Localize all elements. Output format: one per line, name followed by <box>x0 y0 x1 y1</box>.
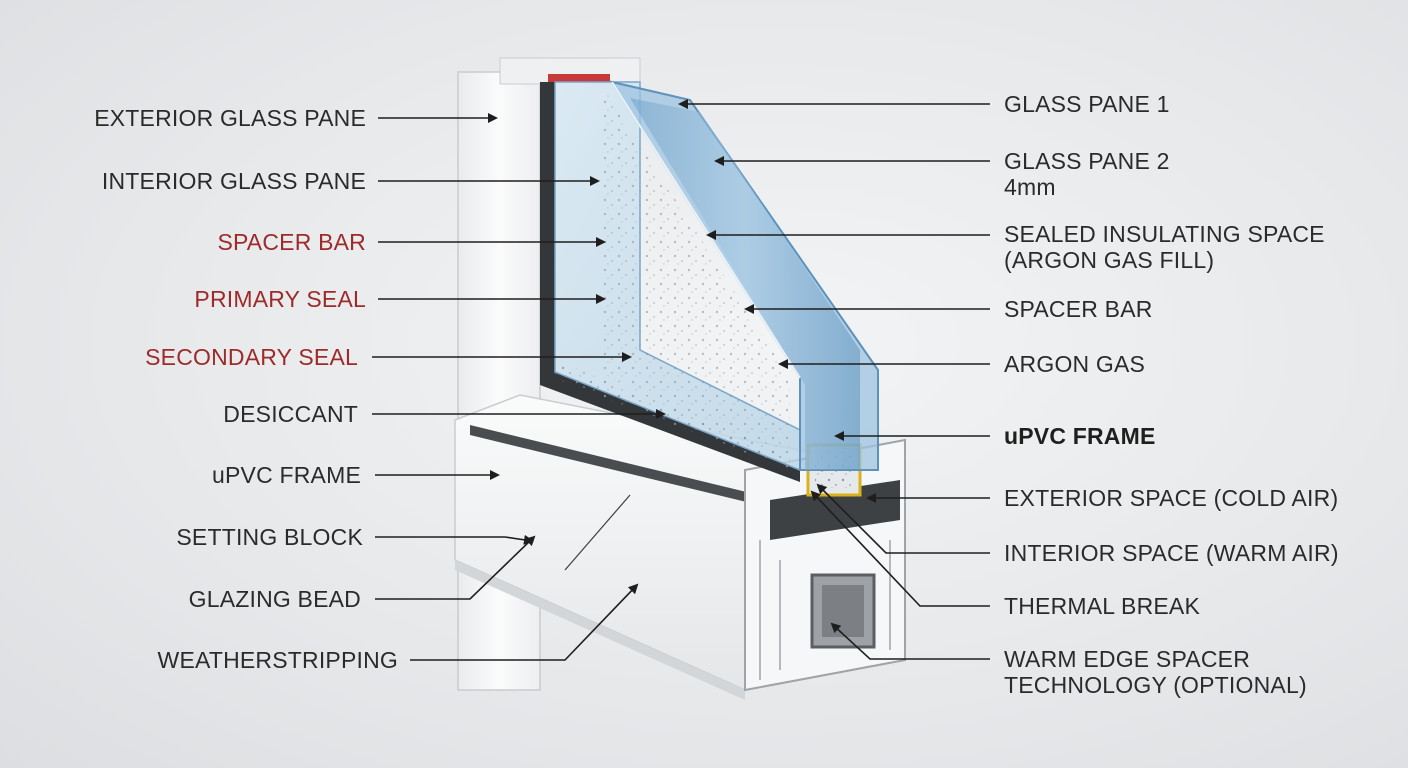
label-interior-glass-pane: INTERIOR GLASS PANE <box>101 168 366 194</box>
label-spacer-bar-right: SPACER BAR <box>1004 296 1153 322</box>
label-desiccant: DESICCANT <box>223 401 358 427</box>
label-secondary-seal: SECONDARY SEAL <box>145 344 358 370</box>
label-warm-edge-spacer-note: TECHNOLOGY (OPTIONAL) <box>1004 672 1307 698</box>
label-upvc-frame-right-text: uPVC FRAME <box>1004 423 1156 449</box>
label-sealed-insulating-space: SEALED INSULATING SPACE (ARGON GAS FILL) <box>1004 221 1325 273</box>
label-thermal-break-text: THERMAL BREAK <box>1004 593 1201 619</box>
leader-thermal-break <box>810 490 990 607</box>
glass-unit <box>554 80 879 472</box>
label-glass-pane-1-text: GLASS PANE 1 <box>1004 91 1170 117</box>
leader-warm-edge-spacer <box>830 622 990 660</box>
label-warm-edge-spacer: WARM EDGE SPACER TECHNOLOGY (OPTIONAL) <box>1004 646 1307 698</box>
label-glass-pane-2: GLASS PANE 2 4mm <box>1004 148 1170 200</box>
label-glass-pane-1: GLASS PANE 1 <box>1004 91 1170 117</box>
leader-interior-space <box>816 483 990 554</box>
label-interior-space-text: INTERIOR SPACE (WARM AIR) <box>1004 540 1339 566</box>
glass-pane-2 <box>630 98 860 470</box>
label-argon-gas-text: ARGON GAS <box>1004 351 1146 377</box>
label-sealed-insulating-space-note: (ARGON GAS FILL) <box>1004 247 1215 273</box>
label-spacer-bar-left: SPACER BAR <box>217 229 366 255</box>
label-warm-edge-spacer-text: WARM EDGE SPACER <box>1004 646 1251 672</box>
leader-setting-block <box>375 534 534 545</box>
label-glass-pane-2-text: GLASS PANE 2 <box>1004 148 1170 174</box>
label-thermal-break: THERMAL BREAK <box>1004 593 1200 619</box>
label-exterior-glass-pane: EXTERIOR GLASS PANE <box>94 105 366 131</box>
left-leader-lines <box>372 113 666 661</box>
label-interior-space: INTERIOR SPACE (WARM AIR) <box>1004 540 1339 566</box>
label-upvc-frame-right: uPVC FRAME <box>1004 423 1156 449</box>
right-leader-lines <box>678 99 990 660</box>
red-seal-strip <box>548 74 610 82</box>
leader-glazing-bead <box>375 535 536 600</box>
label-glass-pane-2-thickness: 4mm <box>1004 174 1056 200</box>
label-weatherstripping: WEATHERSTRIPPING <box>157 647 398 673</box>
label-setting-block: SETTING BLOCK <box>176 524 363 550</box>
label-argon-gas: ARGON GAS <box>1004 351 1145 377</box>
label-exterior-space: EXTERIOR SPACE (COLD AIR) <box>1004 485 1338 511</box>
label-glazing-bead: GLAZING BEAD <box>188 586 361 612</box>
leader-weatherstripping <box>410 583 639 661</box>
label-upvc-frame-left: uPVC FRAME <box>212 462 361 488</box>
label-sealed-insulating-space-text: SEALED INSULATING SPACE <box>1004 221 1325 247</box>
label-spacer-bar-right-text: SPACER BAR <box>1004 296 1153 322</box>
label-exterior-space-text: EXTERIOR SPACE (COLD AIR) <box>1004 485 1339 511</box>
label-primary-seal: PRIMARY SEAL <box>194 286 366 312</box>
